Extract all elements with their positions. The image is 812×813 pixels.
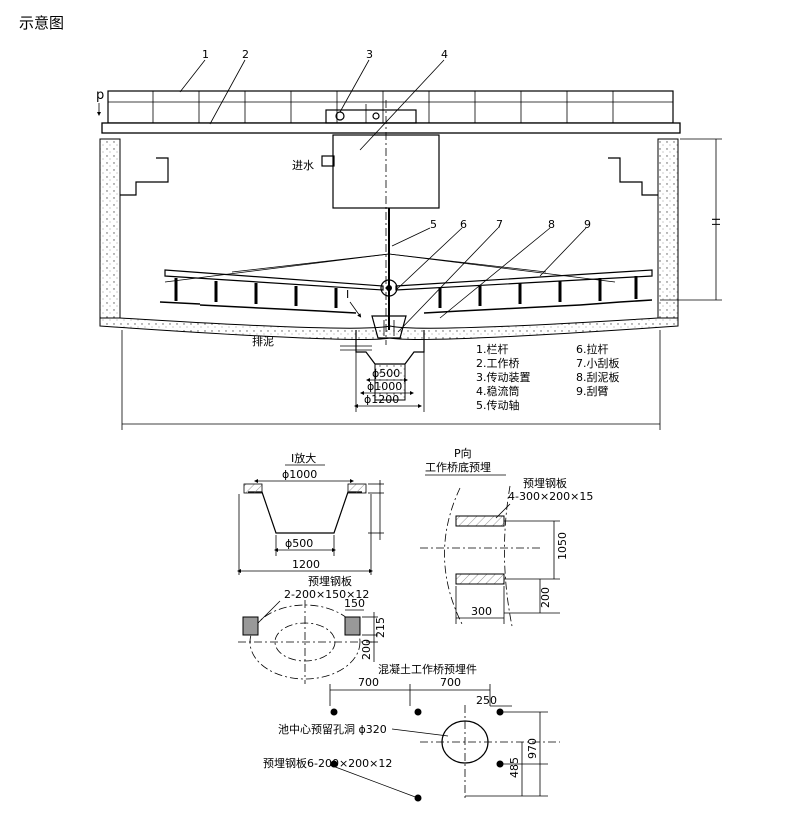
embed-plates: [330, 708, 504, 802]
main-section: 1 2 3 4 5 6 7 8 9 p 进水 排泥 I H: [96, 48, 723, 430]
view-p-d1050: 1050: [556, 532, 569, 560]
detail-i-section: I放大 ϕ1000 ϕ500 1200 预埋钢板 2-200×150×12 15…: [237, 451, 387, 684]
view-p-d200: 200: [539, 587, 552, 608]
callout-3: 3: [366, 48, 373, 61]
outlet-label: 排泥: [252, 334, 274, 348]
legend-item-9: 9.刮臂: [576, 384, 609, 398]
callout-8: 8: [548, 218, 555, 231]
concrete-d250: 250: [476, 694, 497, 707]
inlet-label: 进水: [292, 159, 314, 172]
legend-item-4: 4.稳流筒: [476, 384, 520, 398]
parts-legend: 1.栏杆 2.工作桥 3.传动装置 4.稳流筒 5.传动轴 6.拉杆 7.小刮板…: [476, 342, 620, 412]
legend-item-1: 1.栏杆: [476, 342, 509, 356]
concrete-d700-left: 700: [358, 676, 379, 689]
view-p-subtitle: 工作桥底预埋: [425, 460, 491, 474]
p-view-label: p: [96, 88, 104, 103]
legend-item-8: 8.刮泥板: [576, 370, 620, 384]
detail-mark-i: I: [346, 288, 349, 301]
detail-i-w1200: 1200: [292, 558, 320, 571]
scraper-arms: [159, 269, 653, 314]
dim-phi-500: ϕ500: [372, 367, 400, 380]
page-title: 示意图: [19, 14, 65, 32]
height-dimension: H: [710, 218, 723, 226]
concrete-hole-label: 池中心预留孔洞 ϕ320: [278, 723, 387, 736]
detail-i-title: I放大: [291, 451, 316, 465]
detail-i-d200: 200: [360, 639, 373, 660]
detail-i-d500: ϕ500: [285, 537, 313, 550]
callout-4: 4: [441, 48, 448, 61]
concrete-d485: 485: [508, 757, 521, 778]
detail-i-d215: 215: [374, 617, 387, 638]
concrete-embed-section: 混凝土工作桥预埋件 700 700 250 池中心预留孔洞 ϕ320 970 4…: [263, 662, 560, 802]
callout-9: 9: [584, 218, 591, 231]
concrete-d970: 970: [526, 738, 539, 759]
callout-5: 5: [430, 218, 437, 231]
view-p-section: P向 工作桥底预埋 预埋钢板 4-300×200×15 1050 200 300: [420, 446, 593, 627]
view-p-d300: 300: [471, 605, 492, 618]
center-hole: [441, 720, 489, 764]
dim-phi-1000: ϕ1000: [367, 380, 402, 393]
callout-1: 1: [202, 48, 209, 61]
drive-device: [325, 104, 417, 124]
legend-item-6: 6.拉杆: [576, 342, 609, 356]
concrete-plate-label: 预埋钢板6-200×200×12: [263, 756, 392, 770]
detail-i-d150: 150: [344, 597, 365, 610]
tank-wall-left: [99, 138, 121, 319]
detail-i-d1000: ϕ1000: [282, 468, 317, 481]
concrete-d700-right: 700: [440, 676, 461, 689]
legend-item-2: 2.工作桥: [476, 357, 520, 370]
concrete-title: 混凝土工作桥预埋件: [378, 662, 477, 676]
embedded-plate-left: [242, 616, 259, 636]
bridge-plate-bottom: [455, 573, 505, 585]
legend-item-3: 3.传动装置: [476, 371, 531, 384]
legend-item-5: 5.传动轴: [476, 398, 520, 412]
callout-7: 7: [496, 218, 503, 231]
view-p-title: P向: [454, 446, 472, 460]
legend-item-7: 7.小刮板: [576, 356, 620, 370]
railing: [107, 90, 674, 124]
view-p-plate-spec: 4-300×200×15: [508, 490, 593, 503]
callout-6: 6: [460, 218, 467, 231]
detail-i-plate-spec: 2-200×150×12: [284, 588, 369, 601]
view-p-plate-title: 预埋钢板: [523, 476, 567, 490]
tank-wall-right: [657, 138, 679, 319]
work-bridge: [101, 122, 681, 134]
embedded-plate-right: [344, 616, 361, 636]
detail-i-plate-title: 预埋钢板: [308, 574, 352, 588]
dim-phi-1200: ϕ1200: [364, 393, 399, 406]
callout-2: 2: [242, 48, 249, 61]
